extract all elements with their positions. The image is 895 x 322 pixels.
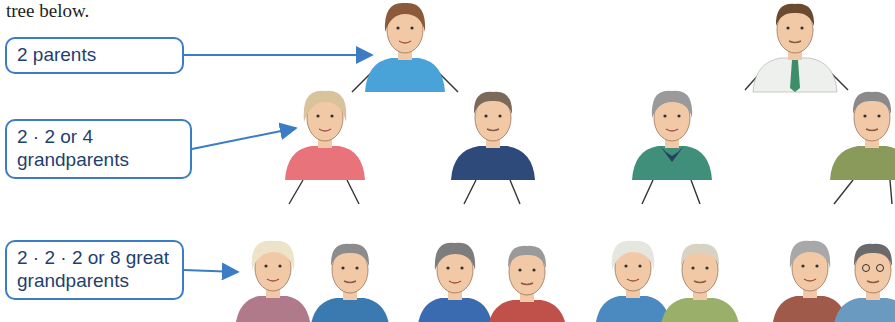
face-great-grandparent-woman xyxy=(235,241,311,322)
face-great-grandparent-woman xyxy=(772,241,848,322)
face-grandparent-man xyxy=(451,92,535,180)
face-great-grandparent-man xyxy=(660,244,740,322)
face-great-grandparent-man xyxy=(833,244,895,322)
face-parent-man xyxy=(753,4,837,92)
face-grandparent-woman xyxy=(632,91,712,180)
face-great-grandparent-woman xyxy=(417,243,493,322)
callout-box: 2 · 2 or 4 grandparents xyxy=(5,119,192,179)
face-great-grandparent-man xyxy=(487,246,567,322)
face-great-grandparent-man xyxy=(310,244,390,322)
callout-text: 2 · 2 · 2 or 8 great grandparents xyxy=(17,247,172,293)
callout-box: 2 · 2 · 2 or 8 great grandparents xyxy=(5,240,184,300)
callout-box: 2 parents xyxy=(5,37,184,74)
face-grandparent-man xyxy=(830,92,895,180)
cut-off-heading-text: tree below. xyxy=(6,1,89,22)
face-grandparent-woman xyxy=(285,91,365,180)
callout-text: 2 parents xyxy=(17,44,172,67)
face-parent-woman xyxy=(365,3,445,92)
callout-arrows xyxy=(184,55,372,272)
face-great-grandparent-woman xyxy=(595,241,671,322)
callout-text: 2 · 2 or 4 grandparents xyxy=(17,126,180,172)
